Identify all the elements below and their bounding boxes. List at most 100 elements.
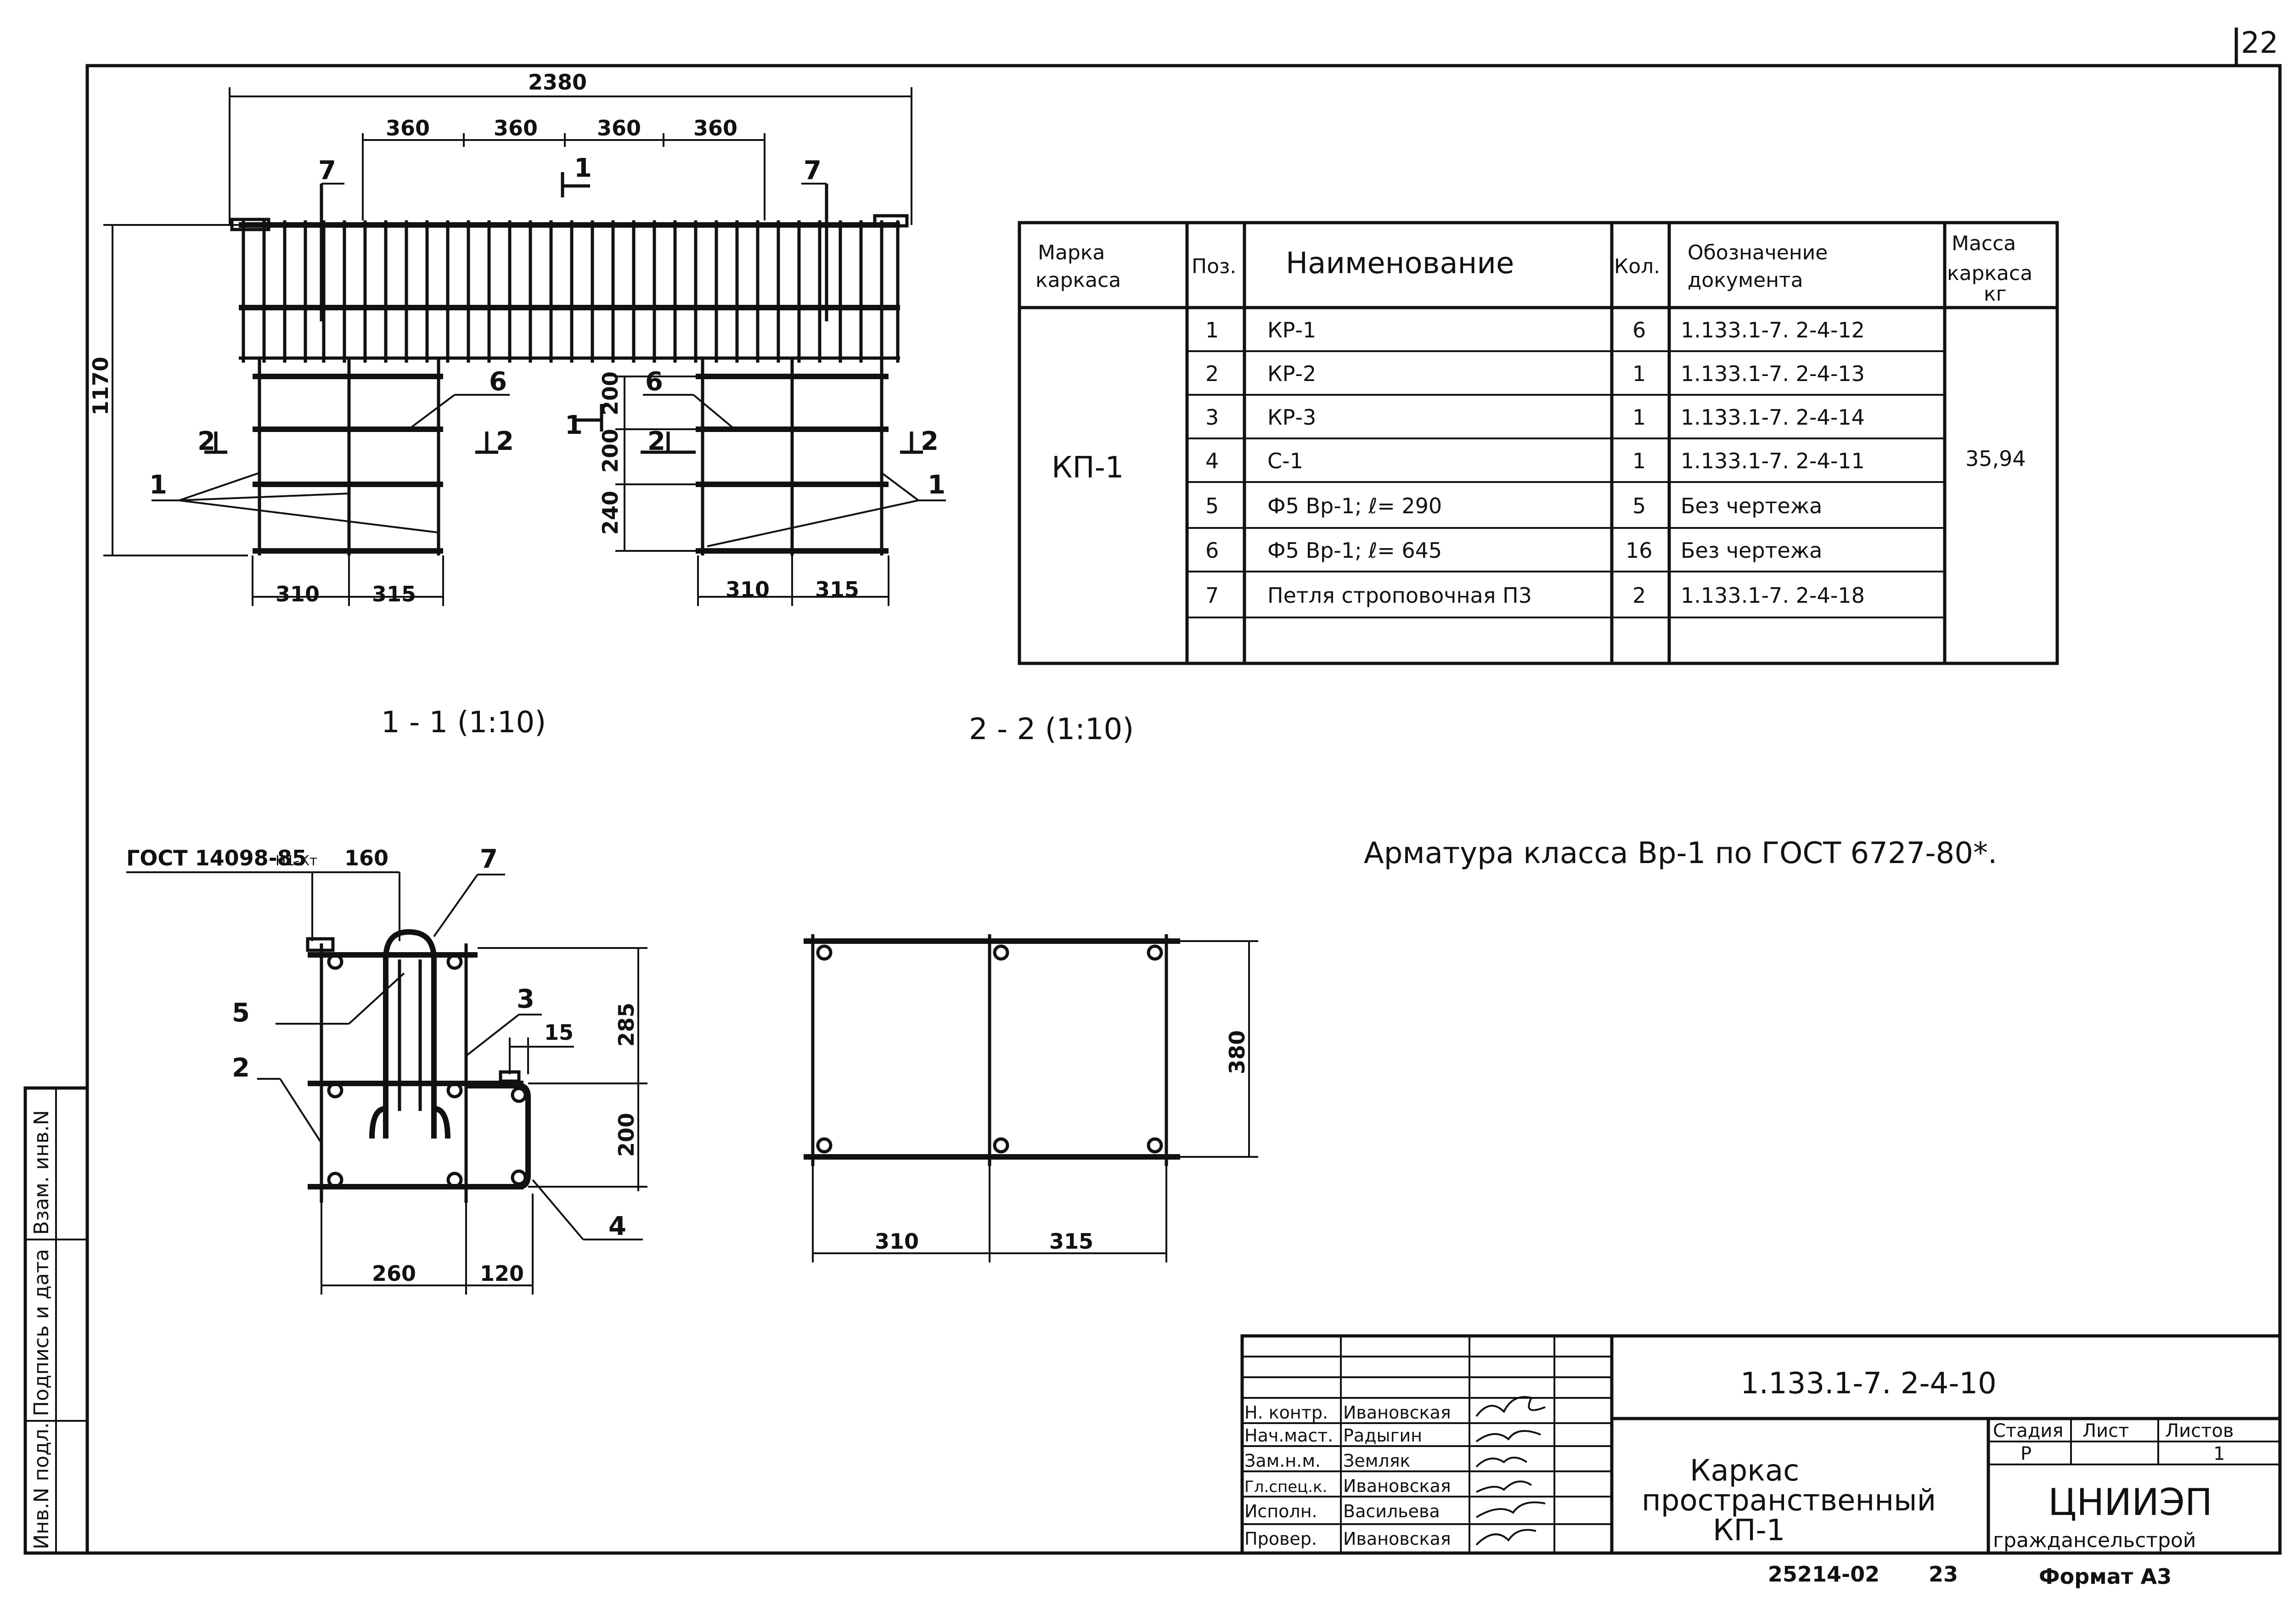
label-pos-6-left: 6 [489, 367, 507, 397]
th-qty: Кол. [1614, 255, 1660, 278]
td-qty: 6 [1632, 318, 1646, 342]
stamp-sign-label: Подпись и дата [30, 1249, 53, 1416]
label-s1-pos-3: 3 [517, 984, 535, 1014]
tb-code: 1.133.1-7. 2-4-10 [1740, 1367, 1997, 1401]
label-pos-6-right: 6 [645, 367, 663, 397]
label-s1-pos-2: 2 [232, 1053, 250, 1083]
td-pos: 1 [1205, 318, 1219, 342]
dim-200: 200 [614, 1113, 639, 1157]
signature-mark [1475, 1501, 1546, 1518]
label-pos-1-right: 1 [928, 470, 945, 500]
td-mark: КП-1 [1052, 451, 1124, 485]
td-doc: 1.133.1-7. 2-4-13 [1681, 361, 1865, 386]
table-row: 3 КР-3 1 1.133.1-7. 2-4-14 [1205, 405, 1865, 430]
dim-spacing-4: 360 [693, 116, 737, 140]
tb-name-3: Ивановская [1343, 1476, 1451, 1496]
th-doc-1: Обозначение [1688, 241, 1828, 264]
section-1-drawing: ГОСТ 14098-85 Н1-Кт 160 7 [126, 844, 647, 1295]
tb-title-3: КП-1 [1713, 1514, 1785, 1548]
td-qty: 5 [1632, 494, 1646, 518]
tb-sheets-value: 1 [2213, 1443, 2225, 1464]
th-mark-1: Марка [1038, 241, 1105, 264]
td-doc: 1.133.1-7. 2-4-12 [1681, 318, 1865, 342]
signature-mark [1475, 1529, 1536, 1546]
dim-right-width-2: 315 [815, 577, 859, 602]
tb-role-4: Исполн. [1244, 1501, 1317, 1521]
th-mass-2: каркаса [1947, 262, 2032, 285]
label-s1-pos-7: 7 [480, 844, 498, 874]
gost-sub: Н1-Кт [276, 853, 317, 869]
tb-name-1: Радыгин [1343, 1425, 1422, 1446]
sheet-frame: 22 [85, 26, 2282, 1555]
th-mass-1: Масса [1952, 232, 2016, 255]
th-mass-3: кг [1984, 282, 2007, 306]
dim-tick-200b: 200 [598, 429, 623, 473]
dim-overall: 2380 [528, 70, 587, 95]
tb-sheets-label: Листов [2165, 1420, 2234, 1442]
tb-role-3: Гл.спец.к. [1244, 1478, 1327, 1496]
label-pos-7-left: 7 [318, 156, 336, 185]
tb-stage-value: Р [2020, 1443, 2032, 1464]
td-qty: 1 [1632, 449, 1646, 473]
section-2-title: 2 - 2 (1:10) [969, 712, 1134, 746]
top-vertical-bars [242, 220, 900, 363]
tb-role-2: Зам.н.м. [1244, 1451, 1321, 1471]
td-doc: Без чертежа [1681, 494, 1822, 518]
dim-height: 1170 [88, 357, 113, 415]
td-name: КР-1 [1267, 318, 1316, 342]
signature-mark [1475, 1430, 1541, 1442]
side-stamp: Инв.N подл. Подпись и дата Взам. инв.N [23, 1086, 89, 1555]
th-doc-2: документа [1688, 269, 1803, 292]
td-name: Ф5 Вр-1; ℓ= 290 [1267, 494, 1442, 518]
dim-285: 285 [614, 1003, 639, 1047]
tb-org-main: ЦНИИЭП [2048, 1481, 2212, 1524]
td-name: С-1 [1267, 449, 1303, 473]
tb-org-sub: граждансельстрой [1993, 1529, 2196, 1552]
tb-stage-label: Стадия [1993, 1420, 2063, 1442]
label-cut-1-top: 1 [574, 153, 592, 183]
tb-format: Формат А3 [2039, 1564, 2172, 1589]
td-name: Ф5 Вр-1; ℓ= 645 [1267, 538, 1442, 563]
dim-160: 160 [344, 846, 388, 870]
dim-spacing-1: 360 [386, 116, 430, 140]
dim-s2-315: 315 [1049, 1229, 1093, 1254]
table-row: 1 КР-1 6 1.133.1-7. 2-4-12 [1205, 318, 1865, 342]
td-doc: 1.133.1-7. 2-4-11 [1681, 449, 1865, 473]
left-leg-frame [253, 358, 443, 555]
dim-left-width-1: 310 [276, 582, 320, 606]
dim-spacing-3: 360 [597, 116, 641, 140]
td-mass: 35,94 [1965, 446, 2026, 471]
td-name: КР-2 [1267, 361, 1316, 386]
td-doc: 1.133.1-7. 2-4-14 [1681, 405, 1865, 430]
td-doc: 1.133.1-7. 2-4-18 [1681, 583, 1865, 608]
signature-mark [1476, 1481, 1532, 1493]
th-name: Наименование [1286, 247, 1514, 280]
top-view: 2380 360 360 360 360 [88, 70, 946, 606]
tb-name-2: Земляк [1343, 1451, 1411, 1471]
table-row: 5 Ф5 Вр-1; ℓ= 290 5 Без чертежа [1205, 494, 1822, 518]
stamp-replace-label: Взам. инв.N [30, 1110, 53, 1235]
td-pos: 2 [1205, 361, 1219, 386]
dim-15: 15 [544, 1020, 574, 1045]
td-name: Петля строповочная П3 [1267, 583, 1532, 608]
tb-role-5: Провер. [1244, 1529, 1317, 1549]
tb-sheet-label: Лист [2082, 1420, 2129, 1442]
section-1-title: 1 - 1 (1:10) [381, 706, 546, 740]
td-qty: 2 [1632, 583, 1646, 608]
td-doc: Без чертежа [1681, 538, 1822, 563]
td-pos: 5 [1205, 494, 1219, 518]
dim-tick-240: 240 [598, 491, 623, 535]
label-pos-7-right: 7 [804, 156, 822, 185]
th-pos: Поз. [1192, 255, 1236, 278]
th-mark-2: каркаса [1035, 269, 1121, 292]
td-pos: 7 [1205, 583, 1219, 608]
dim-right-width-1: 310 [726, 577, 770, 602]
label-s1-pos-4: 4 [608, 1212, 626, 1241]
td-qty: 1 [1632, 361, 1646, 386]
tb-role-0: Н. контр. [1244, 1402, 1328, 1423]
tb-archive: 25214-02 [1768, 1562, 1880, 1587]
td-pos: 6 [1205, 538, 1219, 563]
td-pos: 3 [1205, 405, 1219, 430]
table-row: 2 КР-2 1 1.133.1-7. 2-4-13 [1205, 361, 1865, 386]
